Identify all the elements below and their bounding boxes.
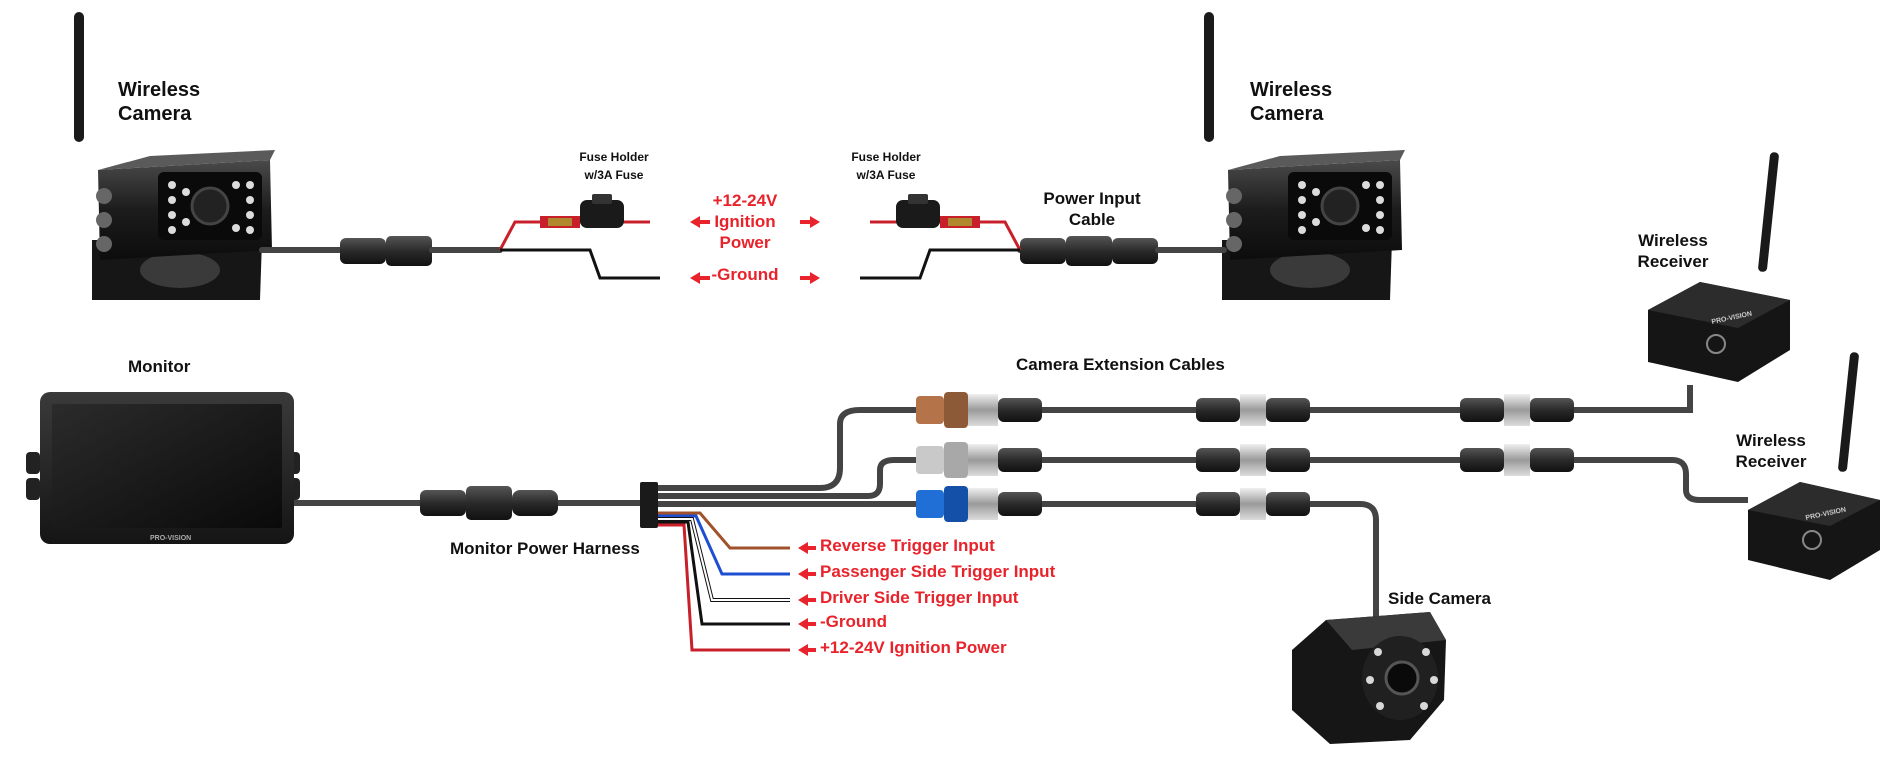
left-camera-cable (259, 236, 503, 266)
label-ignition-power-top: +12-24V Ignition Power (712, 191, 778, 252)
left-power-wires (498, 216, 660, 280)
wireless-receiver-bottom: PRO-VISION (1748, 352, 1880, 580)
receiver-bottom-cable (1600, 457, 1748, 503)
monitor: PRO-VISION (26, 392, 300, 544)
label-ground-top: -Ground (711, 265, 779, 284)
extension-cable-gray (916, 442, 1600, 478)
label-wireless-camera-right: Wireless Camera (1250, 79, 1333, 125)
extension-cable-blue (916, 486, 1379, 620)
label-monitor-power-harness: Monitor Power Harness (450, 539, 640, 558)
harness-input-driver-trigger: Driver Side Trigger Input (820, 588, 1019, 607)
antenna-right (1204, 12, 1214, 142)
harness-arrows (798, 542, 816, 656)
fuse-holder-left (580, 194, 624, 228)
label-wireless-camera-left: Wireless Camera (118, 79, 201, 125)
label-power-input-cable: Power Input Cable (1043, 189, 1141, 229)
harness-input-ground: -Ground (820, 612, 888, 631)
label-camera-extension-cables: Camera Extension Cables (1016, 355, 1225, 374)
ignition-arrows (690, 216, 820, 284)
label-monitor: Monitor (128, 357, 191, 376)
monitor-cable (294, 486, 640, 520)
extension-cable-runs (658, 407, 920, 507)
side-camera (1292, 612, 1446, 744)
camera-lens-left (190, 186, 230, 226)
harness-input-ignition-power: +12-24V Ignition Power (820, 638, 1007, 657)
harness-input-reverse-trigger: Reverse Trigger Input (820, 536, 995, 555)
antenna-left (74, 12, 84, 142)
right-power-wires (860, 216, 1022, 280)
camera-lens-right (1320, 186, 1360, 226)
monitor-screen (52, 404, 282, 528)
harness-input-passenger-trigger: Passenger Side Trigger Input (820, 562, 1056, 581)
receiver-top-cable (1600, 385, 1693, 413)
wireless-camera-right (1204, 12, 1405, 300)
extension-cable-brown (916, 392, 1600, 428)
label-fuse-holder-right: Fuse Holder w/3A Fuse (851, 150, 921, 182)
label-fuse-holder-left: Fuse Holder w/3A Fuse (579, 150, 649, 182)
label-wireless-receiver-top: Wireless Receiver (1637, 231, 1709, 271)
wireless-camera-left (74, 12, 275, 300)
fuse-holder-right (896, 194, 940, 228)
harness-wires (658, 511, 790, 652)
wireless-receiver-top: PRO-VISION (1648, 152, 1790, 382)
right-camera-cable (1017, 236, 1227, 266)
label-wireless-receiver-bottom: Wireless Receiver (1735, 431, 1807, 471)
monitor-logo: PRO-VISION (150, 535, 191, 542)
label-side-camera: Side Camera (1388, 589, 1491, 608)
side-camera-lens (1384, 660, 1420, 696)
harness-block (640, 482, 658, 528)
